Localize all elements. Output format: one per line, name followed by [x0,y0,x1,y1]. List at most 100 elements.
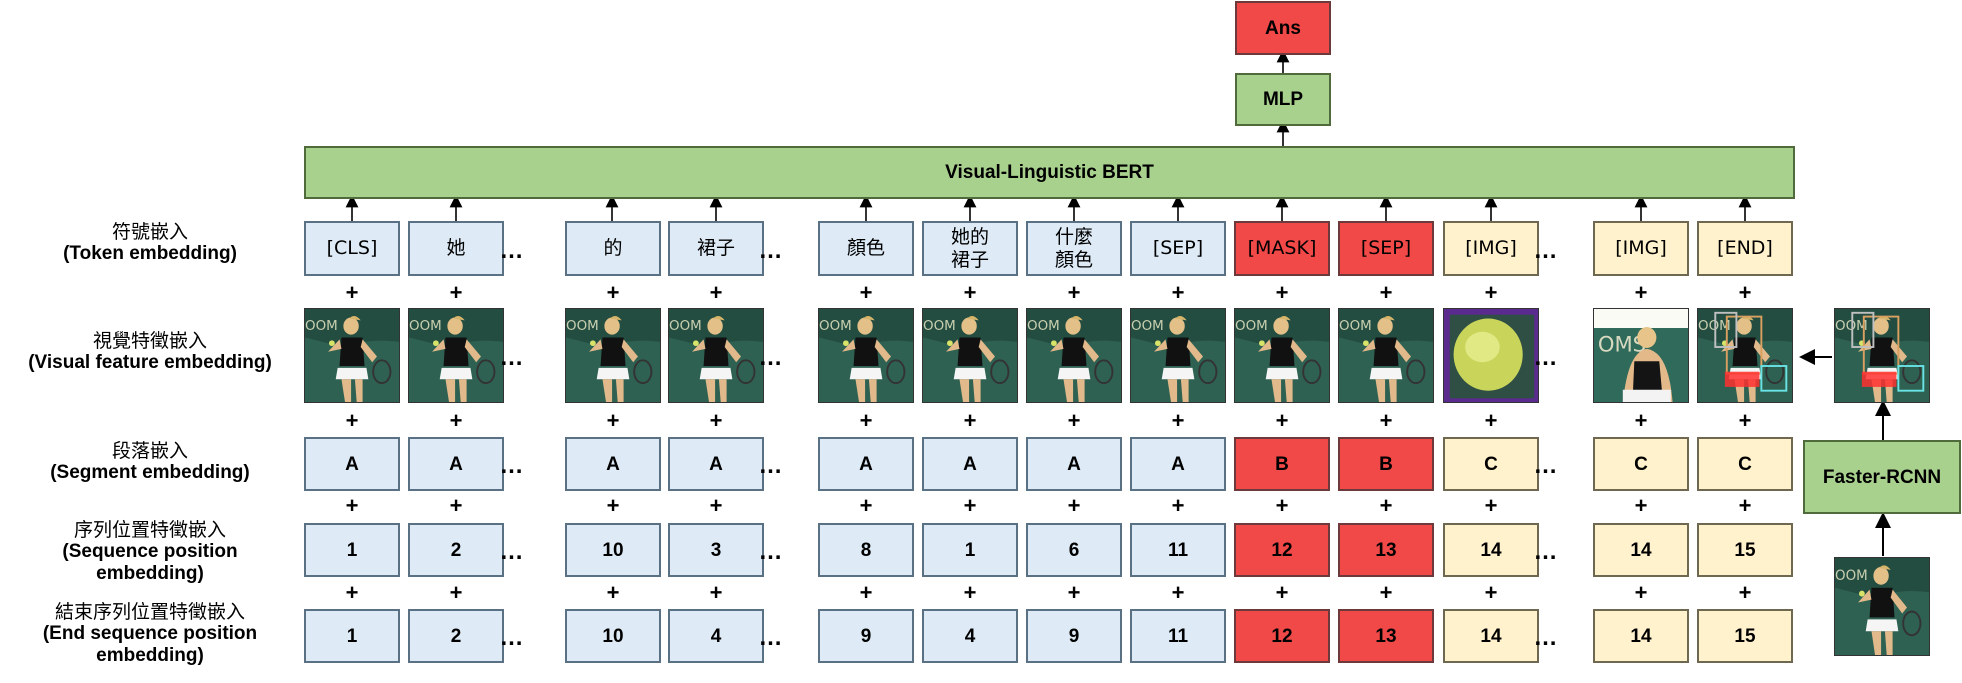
detection-result-image: OOM [1834,308,1930,403]
plus-sign: + [345,580,359,605]
segment-box: A [668,437,764,491]
svg-text:OOM: OOM [409,319,442,334]
plus-sign: + [1379,580,1393,605]
sequence-position-box: 15 [1697,523,1793,577]
plus-sign: + [1379,493,1393,518]
end-sequence-row-label-en1: (End sequence position [42,623,258,644]
bert-box: Visual-Linguistic BERT [304,146,1795,199]
plus-sign: + [1738,280,1752,305]
visual-feature-image: OOM [565,308,661,403]
plus-sign: + [449,408,463,433]
end-sequence-position-box: 10 [565,609,661,663]
ellipsis: … [1533,538,1559,565]
segment-box: A [922,437,1018,491]
segment-box: C [1443,437,1539,491]
visual-feature-image: OOM [304,308,400,403]
token-box: [END] [1697,221,1793,276]
token-box: [MASK] [1234,221,1330,276]
end-sequence-position-box: 9 [818,609,914,663]
ellipsis: … [499,452,525,479]
plus-sign: + [1738,408,1752,433]
plus-sign: + [859,280,873,305]
ans-box: Ans [1235,1,1331,55]
token-box: [SEP] [1130,221,1226,276]
visual-row-label: 視覺特徵嵌入 (Visual feature embedding) [0,330,300,374]
visual-feature-image: OMS [1593,308,1689,403]
svg-text:OOM: OOM [1131,319,1164,334]
plus-sign: + [1634,493,1648,518]
plus-sign: + [1275,408,1289,433]
segment-box: A [818,437,914,491]
plus-sign: + [1275,280,1289,305]
plus-sign: + [1738,493,1752,518]
plus-sign: + [859,408,873,433]
end-sequence-position-box: 2 [408,609,504,663]
token-box: [IMG] [1593,221,1689,276]
plus-sign: + [1275,493,1289,518]
end-sequence-position-box: 9 [1026,609,1122,663]
ellipsis: … [499,236,525,264]
ellipsis: … [1533,343,1559,371]
svg-text:OOM: OOM [669,319,702,334]
plus-sign: + [963,493,977,518]
segment-box: A [565,437,661,491]
visual-feature-image: OOM [1130,308,1226,403]
ellipsis: … [758,236,784,264]
token-row-label-zh: 符號嵌入 [111,221,188,243]
sequence-position-box: 2 [408,523,504,577]
token-row-label: 符號嵌入 (Token embedding) [0,221,300,265]
plus-sign: + [449,580,463,605]
visual-feature-image: OOM [1026,308,1122,403]
svg-text:OOM: OOM [566,319,599,334]
end-sequence-position-box: 4 [668,609,764,663]
svg-text:OOM: OOM [305,319,338,334]
token-box: 她的 裙子 [922,221,1018,276]
plus-sign: + [449,280,463,305]
token-box: 顏色 [818,221,914,276]
sequence-row-label: 序列位置特徵嵌入 (Sequence position embedding) [0,519,300,585]
sequence-position-box: 11 [1130,523,1226,577]
plus-sign: + [1484,408,1498,433]
token-box: [CLS] [304,221,400,276]
plus-sign: + [345,493,359,518]
plus-sign: + [1171,408,1185,433]
mlp-box: MLP [1235,73,1331,126]
input-photo: OOM [1834,557,1930,656]
sequence-position-box: 6 [1026,523,1122,577]
end-sequence-row-label-zh: 結束序列位置特徵嵌入 [54,601,245,623]
plus-sign: + [1634,408,1648,433]
plus-sign: + [709,280,723,305]
token-box: 什麼 顏色 [1026,221,1122,276]
plus-sign: + [606,280,620,305]
faster-rcnn-box: Faster-RCNN [1803,440,1961,514]
end-sequence-position-box: 1 [304,609,400,663]
plus-sign: + [1634,580,1648,605]
sequence-position-box: 1 [304,523,400,577]
visual-feature-image [1443,308,1539,403]
end-sequence-position-box: 4 [922,609,1018,663]
token-box: 的 [565,221,661,276]
segment-box: A [1130,437,1226,491]
svg-text:OOM: OOM [1339,319,1372,334]
sequence-position-box: 13 [1338,523,1434,577]
plus-sign: + [449,493,463,518]
visual-feature-image: OOM [818,308,914,403]
ellipsis: … [758,343,784,371]
ellipsis: … [1533,452,1559,479]
sequence-row-label-zh: 序列位置特徵嵌入 [73,519,226,541]
end-sequence-row-label: 結束序列位置特徵嵌入 (End sequence position embedd… [0,601,300,667]
segment-box: A [304,437,400,491]
plus-sign: + [345,280,359,305]
visual-row-label-en: (Visual feature embedding) [28,352,272,373]
segment-row-label: 段落嵌入 (Segment embedding) [0,440,300,484]
visual-feature-image: OOM [922,308,1018,403]
svg-text:OOM: OOM [819,319,852,334]
plus-sign: + [606,580,620,605]
sequence-position-box: 10 [565,523,661,577]
sequence-position-box: 1 [922,523,1018,577]
ellipsis: … [1533,624,1559,651]
ellipsis: … [758,624,784,651]
plus-sign: + [606,408,620,433]
